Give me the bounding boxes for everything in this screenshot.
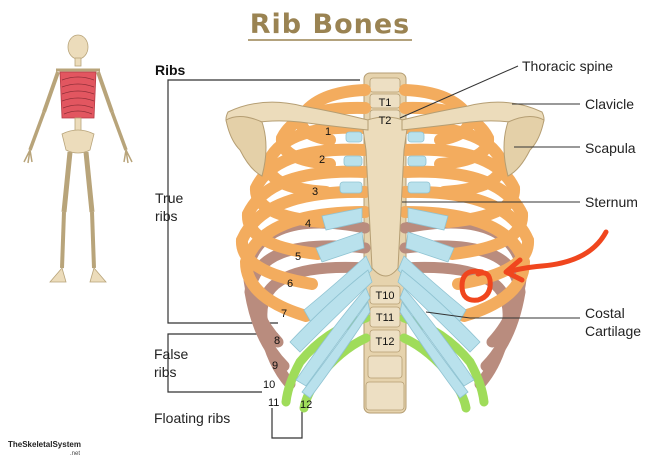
vertebra-labels: T1 T2 T10 T11 T12	[376, 97, 395, 348]
false-ribs-bracket	[167, 333, 278, 393]
rib-number-1: 1	[325, 126, 331, 138]
skeleton-figure-icon	[23, 34, 133, 283]
true-ribs-bracket	[167, 79, 360, 324]
rib-number-12: 12	[300, 399, 312, 411]
floating-ribs-bracket	[271, 404, 303, 439]
label-costal-line2: Cartilage	[585, 323, 641, 339]
annotation-circle-icon	[459, 268, 493, 303]
true-ribs	[236, 84, 534, 322]
vertebra-t2: T2	[379, 115, 392, 127]
label-clavicle: Clavicle	[585, 96, 634, 112]
label-thoracic-spine: Thoracic spine	[522, 58, 613, 74]
rib-cage	[225, 72, 545, 414]
label-false-ribs-line1: False	[154, 346, 188, 362]
rib-number-6: 6	[287, 278, 293, 290]
vertebra-t12: T12	[376, 336, 395, 348]
leader-lines	[399, 65, 580, 319]
annotation-arrow-shaft-icon	[505, 229, 609, 275]
vertebra-t1: T1	[379, 97, 392, 109]
rib-number-3: 3	[312, 186, 318, 198]
label-sternum: Sternum	[585, 194, 638, 210]
diagram-title: Rib Bones	[250, 9, 411, 40]
label-ribs: Ribs	[155, 62, 186, 78]
rib-number-8: 8	[274, 335, 280, 347]
label-costal-line1: Costal	[585, 305, 625, 321]
rib-number-5: 5	[295, 251, 301, 263]
rib-number-10: 10	[263, 379, 275, 391]
highlighted-ribcage	[59, 71, 97, 119]
vertebrae-bodies	[365, 77, 405, 411]
vertebra-t10: T10	[376, 290, 395, 302]
label-floating-ribs: Floating ribs	[154, 410, 230, 426]
rib-number-2: 2	[319, 154, 325, 166]
rib-group-brackets	[167, 79, 360, 439]
label-true-ribs-line1: True	[155, 190, 183, 206]
brand-suffix: .net	[70, 451, 80, 457]
label-true-ribs-line2: ribs	[155, 208, 178, 224]
sternum	[361, 116, 409, 277]
costal-cartilage	[289, 131, 481, 399]
vertebra-t11: T11	[376, 312, 394, 324]
rib-number-9: 9	[272, 360, 278, 372]
annotation-circle-and-arrow-icon	[459, 229, 609, 303]
brand-name: TheSkeletalSystem	[8, 440, 81, 449]
label-false-ribs-line2: ribs	[154, 364, 177, 380]
rib-number-7: 7	[281, 308, 287, 320]
label-scapula: Scapula	[585, 140, 636, 156]
rib-number-11: 11	[268, 397, 279, 409]
right-scapula	[503, 116, 545, 177]
annotation-arrowhead-icon	[503, 257, 525, 283]
rib-number-4: 4	[305, 218, 311, 230]
left-scapula	[225, 116, 267, 177]
rib-number-labels: 1 2 3 4 5 6 7 8 9 10 11 12	[263, 126, 331, 411]
